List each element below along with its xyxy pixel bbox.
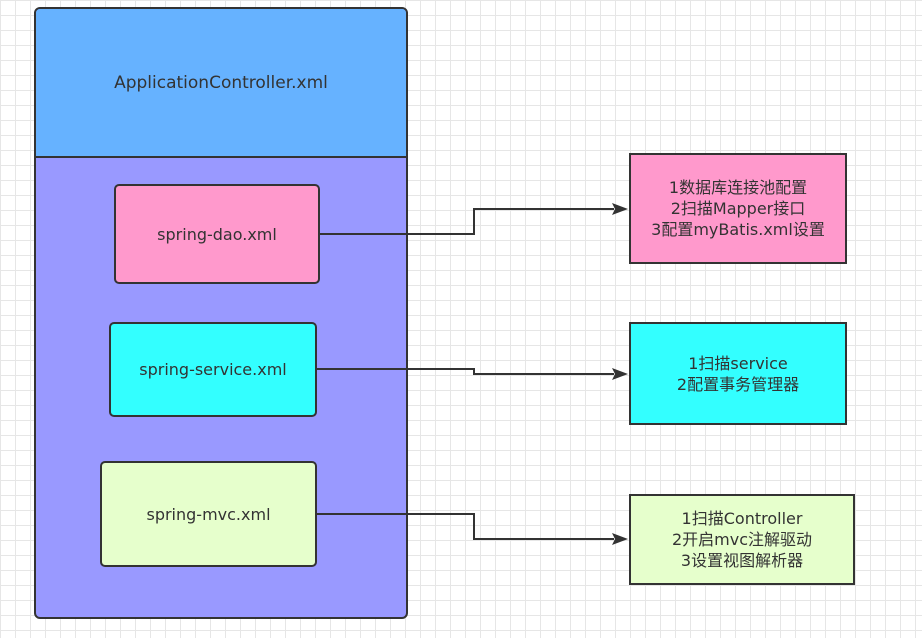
- dao-connector-arrowhead: [612, 203, 628, 215]
- dao-connector: [320, 208, 614, 235]
- mvc-connector-arrowhead: [612, 533, 628, 545]
- service-connector-arrowhead: [612, 368, 628, 380]
- mvc-note: 1扫描Controller 2开启mvc注解驱动 3设置视图解析器: [629, 494, 855, 585]
- mvc-note-line-1: 1扫描Controller: [681, 509, 803, 528]
- dao-note: 1数据库连接池配置 2扫描Mapper接口 3配置myBatis.xml设置: [629, 153, 847, 264]
- spring-dao-box: spring-dao.xml: [114, 184, 320, 284]
- dao-note-line-1: 1数据库连接池配置: [668, 178, 808, 197]
- dao-note-line-3: 3配置myBatis.xml设置: [651, 220, 825, 239]
- mvc-connector: [317, 513, 614, 540]
- service-note: 1扫描service 2配置事务管理器: [629, 322, 847, 425]
- service-connector: [317, 368, 614, 375]
- service-note-line-1: 1扫描service: [688, 353, 788, 373]
- service-note-line-2: 2配置事务管理器: [676, 374, 800, 394]
- container-title: ApplicationController.xml: [36, 9, 406, 158]
- spring-mvc-box: spring-mvc.xml: [100, 461, 317, 567]
- mvc-note-line-3: 3设置视图解析器: [680, 551, 804, 570]
- mvc-note-line-2: 2开启mvc注解驱动: [671, 530, 813, 549]
- spring-service-box: spring-service.xml: [109, 322, 317, 417]
- dao-note-line-2: 2扫描Mapper接口: [670, 199, 806, 218]
